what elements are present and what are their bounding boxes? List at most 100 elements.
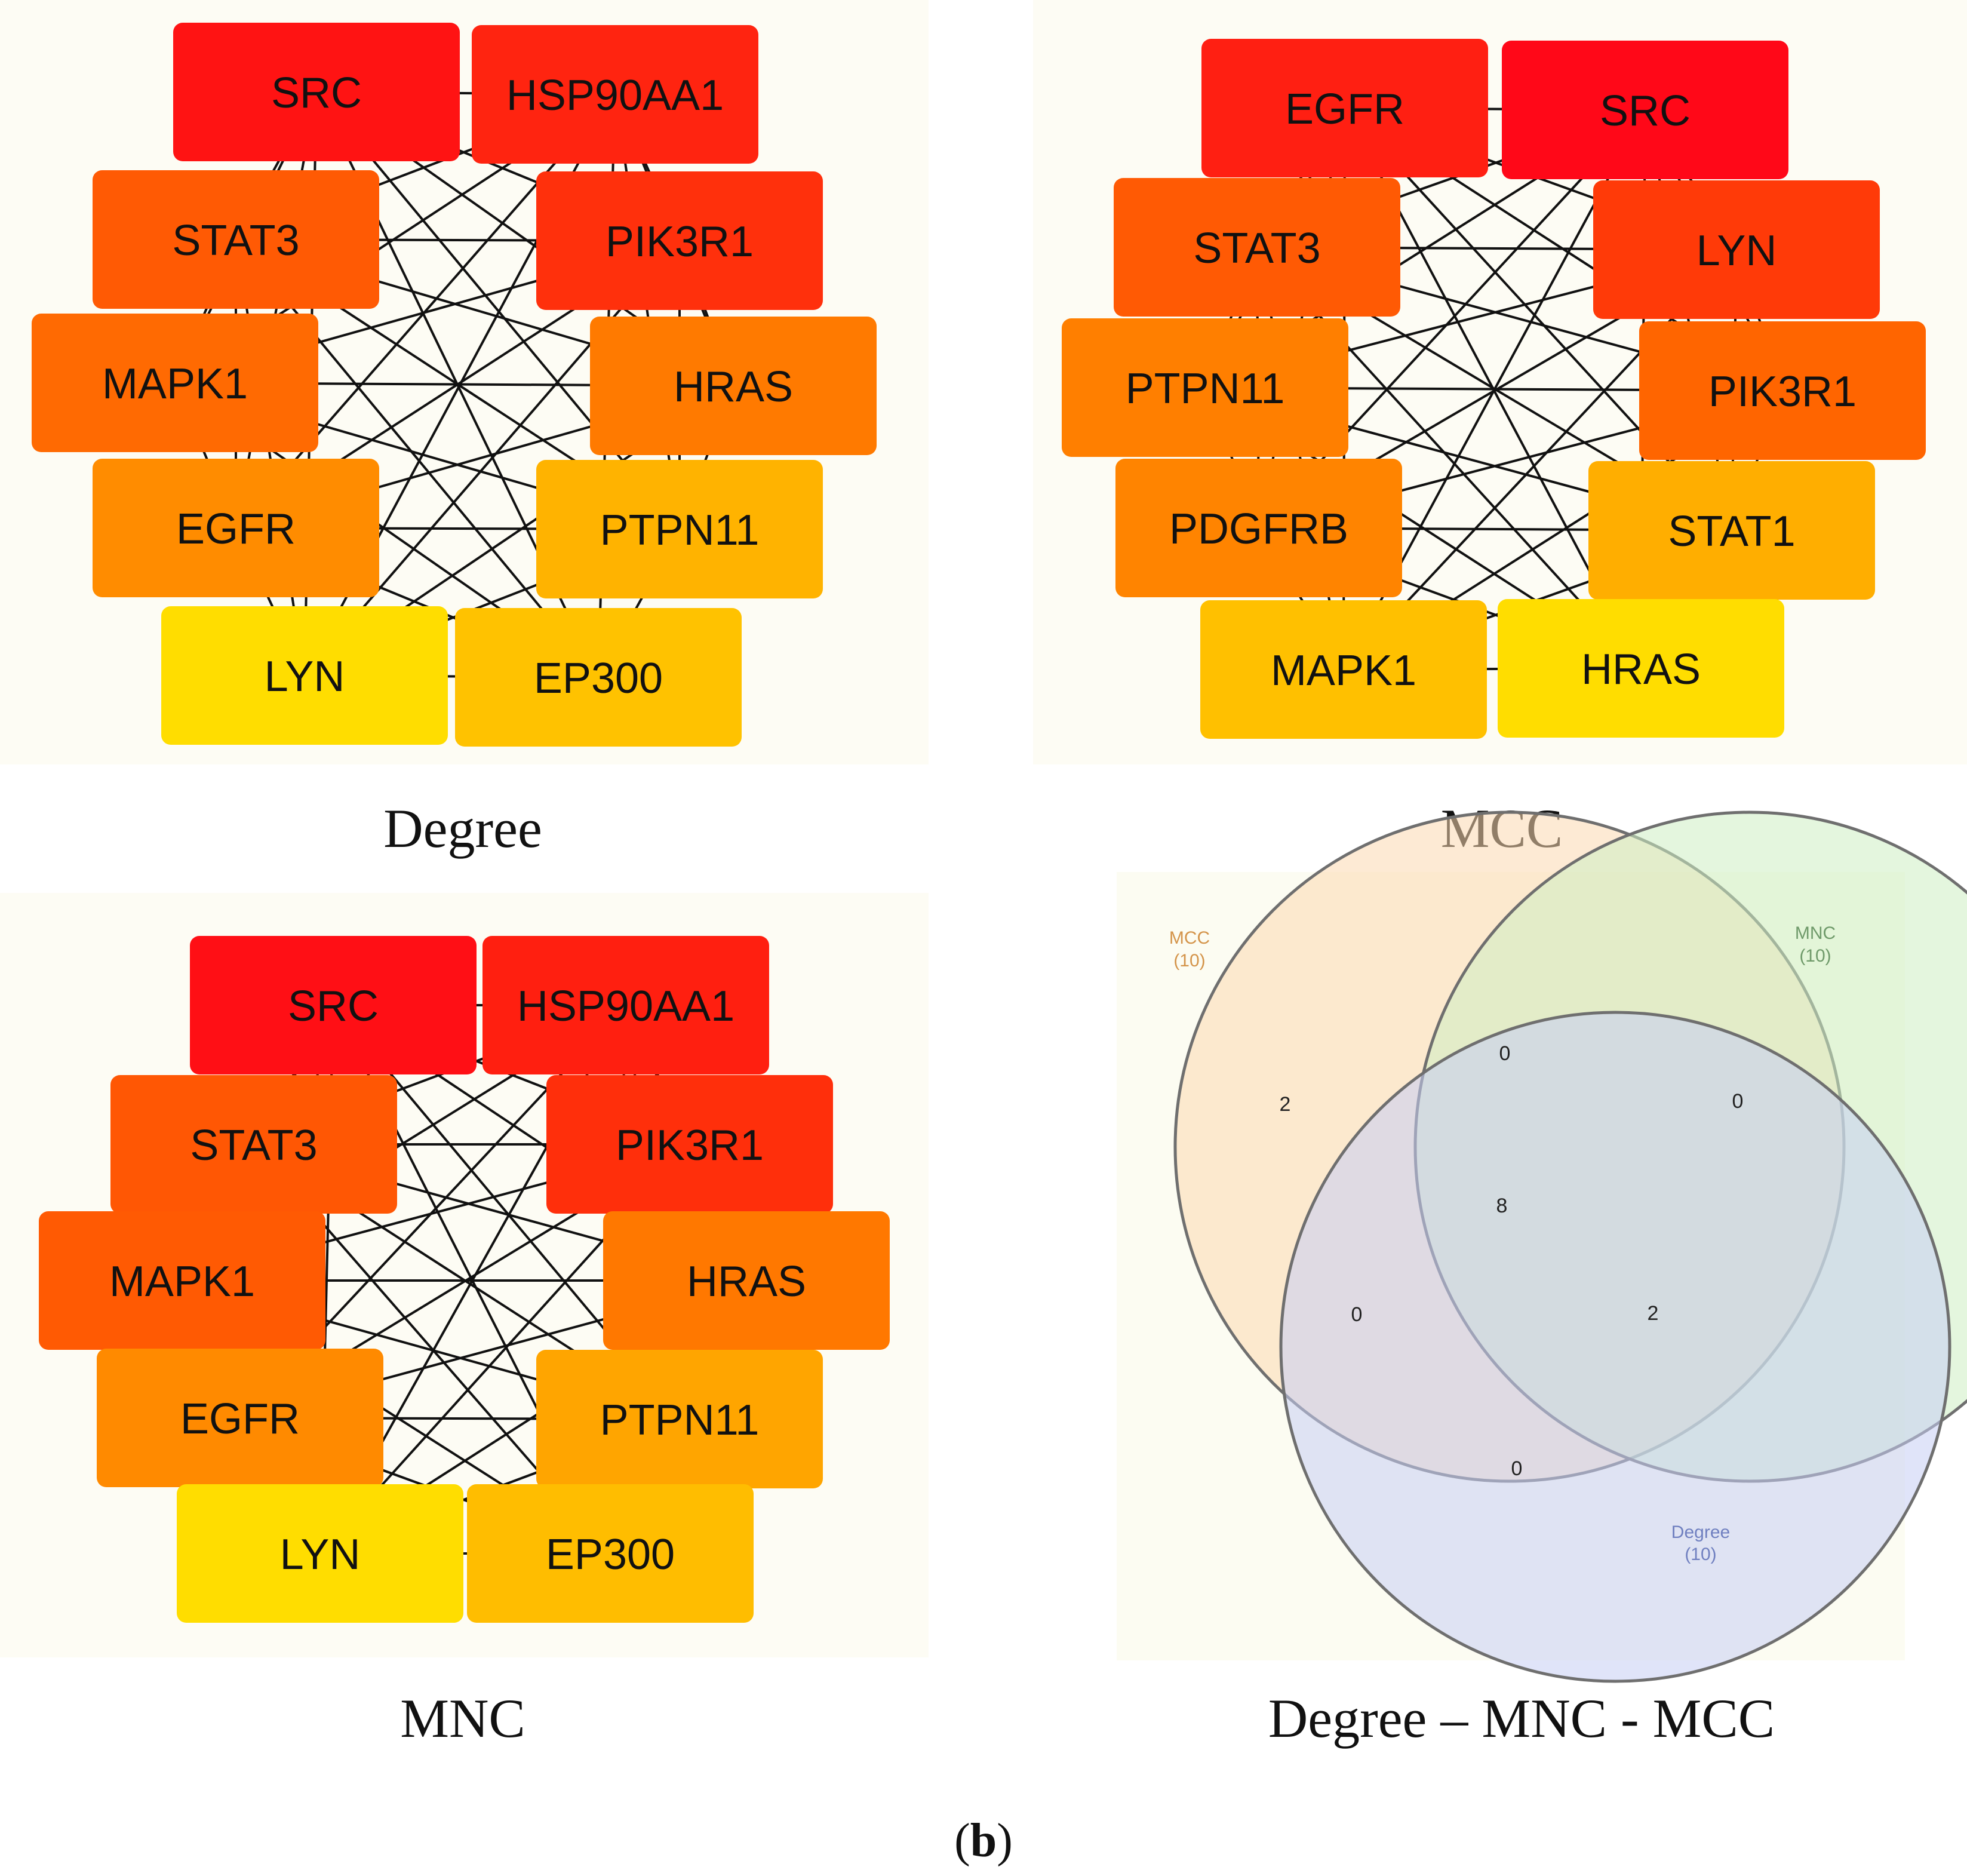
node-box (1593, 180, 1880, 319)
network-edge (614, 94, 681, 530)
part-label-open: ( (954, 1814, 970, 1867)
node-label: LYN (280, 1531, 361, 1579)
node-box (467, 1484, 754, 1623)
node-box (93, 459, 379, 597)
node-box (97, 1349, 383, 1487)
network-edge (1256, 247, 1345, 670)
node-degree-stat3: STAT3 (93, 170, 379, 309)
node-box (110, 1075, 397, 1214)
node-label: EGFR (1285, 85, 1404, 133)
caption-mnc: MNC (400, 1688, 525, 1749)
node-mnc-mapk1: MAPK1 (39, 1211, 325, 1350)
node-box (603, 1211, 890, 1350)
network-edge (1256, 246, 1642, 670)
node-mcc-hras: HRAS (1498, 599, 1784, 738)
venn-size-mnc: (10) (1799, 946, 1831, 966)
node-box (1062, 318, 1348, 457)
node-mcc-mapk1: MAPK1 (1200, 600, 1487, 739)
node-box (590, 317, 877, 455)
node-box (1114, 178, 1400, 317)
venn-diagram: 2 0 0 8 0 2 0 MCC (10) MNC (10) Degree (… (1169, 810, 1967, 1683)
node-mnc-src: SRC (190, 936, 477, 1074)
network-edge (1258, 109, 1646, 529)
node-box (1115, 459, 1402, 597)
node-box (161, 606, 448, 745)
caption-degree: Degree (383, 798, 542, 859)
node-box (1502, 41, 1788, 179)
venn-count-mcc-degree: 0 (1351, 1303, 1363, 1326)
part-label: (b) (954, 1814, 1013, 1867)
node-label: MAPK1 (102, 360, 248, 408)
node-label: STAT3 (190, 1122, 317, 1169)
network-edge (1344, 107, 1733, 532)
node-degree-ep300: EP300 (455, 608, 742, 747)
node-label: PDGFRB (1169, 505, 1348, 553)
network-edge (1342, 248, 1738, 671)
network-edge (303, 240, 681, 677)
node-label: HRAS (674, 363, 793, 411)
node-degree-mapk1: MAPK1 (32, 314, 318, 452)
node-box (32, 314, 318, 452)
node-degree-ptpn11: PTPN11 (536, 460, 823, 598)
node-label: HRAS (687, 1258, 806, 1306)
node-mcc-src: SRC (1502, 41, 1788, 179)
node-mcc-pik3r1: PIK3R1 (1639, 321, 1926, 460)
node-mnc-lyn: LYN (177, 1484, 463, 1623)
caption-venn: Degree – MNC - MCC (1268, 1688, 1775, 1749)
node-label: SRC (288, 982, 379, 1030)
venn-count-all: 8 (1496, 1195, 1508, 1217)
node-box (1498, 599, 1784, 738)
node-box (1201, 39, 1488, 177)
node-label: SRC (271, 69, 362, 117)
node-mnc-stat3: STAT3 (110, 1075, 397, 1214)
node-box (173, 23, 460, 161)
node-mnc-hras: HRAS (603, 1211, 890, 1350)
node-box (482, 936, 769, 1074)
node-box (39, 1211, 325, 1350)
node-label: PTPN11 (1126, 365, 1285, 413)
node-label: STAT3 (172, 217, 299, 265)
node-label: PIK3R1 (1708, 368, 1857, 416)
node-label: PIK3R1 (616, 1122, 764, 1169)
node-label: MAPK1 (1271, 647, 1416, 695)
node-label: LYN (265, 653, 345, 701)
venn-size-mcc: (10) (1173, 951, 1205, 971)
node-mnc-egfr: EGFR (97, 1349, 383, 1487)
node-label: PIK3R1 (606, 218, 754, 266)
venn-count-mnc-degree: 2 (1648, 1302, 1659, 1325)
node-label: LYN (1696, 227, 1777, 275)
node-mnc-ep300: EP300 (467, 1484, 754, 1623)
node-label: PTPN11 (600, 506, 760, 554)
node-degree-lyn: LYN (161, 606, 448, 745)
part-label-close: ) (997, 1814, 1013, 1867)
node-degree-egfr: EGFR (93, 459, 379, 597)
network-edge (1644, 109, 1733, 531)
node-box (546, 1075, 833, 1214)
node-box (1588, 461, 1875, 600)
node-label: PTPN11 (600, 1396, 760, 1444)
node-label: HRAS (1581, 646, 1701, 693)
network-edge (235, 239, 306, 676)
node-mcc-ptpn11: PTPN11 (1062, 318, 1348, 457)
node-degree-src: SRC (173, 23, 460, 161)
node-mcc-stat3: STAT3 (1114, 178, 1400, 317)
node-label: EGFR (180, 1395, 300, 1443)
part-label-letter: b (970, 1814, 997, 1867)
venn-label-mcc: MCC (1169, 928, 1210, 948)
node-mnc-hsp90aa1: HSP90AA1 (482, 936, 769, 1074)
node-box (93, 170, 379, 309)
node-mnc-ptpn11: PTPN11 (536, 1350, 823, 1488)
venn-label-degree: Degree (1671, 1522, 1730, 1542)
node-box (536, 1350, 823, 1488)
node-box (1639, 321, 1926, 460)
node-label: STAT1 (1668, 508, 1795, 555)
network-edge (235, 238, 600, 678)
network-edge (235, 91, 318, 529)
node-mcc-pdgfrb: PDGFRB (1115, 459, 1402, 597)
node-label: STAT3 (1193, 225, 1320, 272)
node-mcc-egfr: EGFR (1201, 39, 1488, 177)
